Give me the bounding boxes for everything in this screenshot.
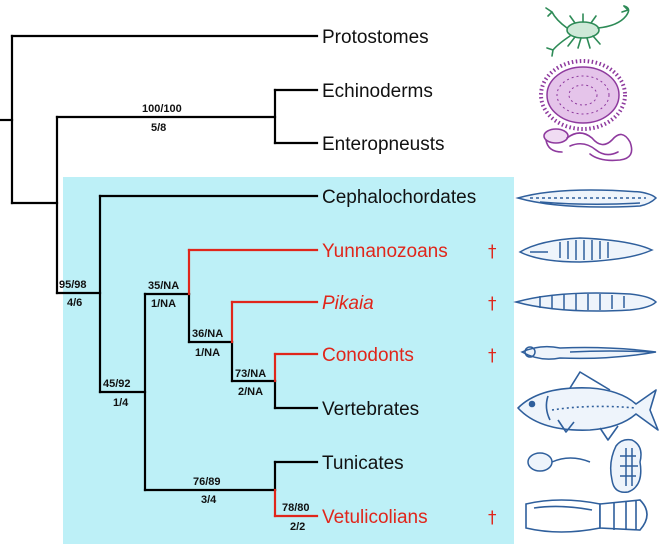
taxon-protostomes: Protostomes [322,27,429,48]
support-pikaia-clade-top: 36/NA [192,328,223,340]
extinct-dagger-pikaia: † [488,294,497,314]
support-vetulicolian-clade-bottom: 2/2 [290,521,305,533]
taxon-yunnanozoans: Yunnanozoans [322,241,448,262]
taxon-cephalochordates: Cephalochordates [322,187,476,208]
support-ambulacraria-top: 100/100 [142,103,182,115]
support-conodont-clade-bottom: 2/NA [238,386,263,398]
taxon-vetulicolians: Vetulicolians [322,507,428,528]
support-tunicate-clade-top: 76/89 [193,476,221,488]
chordate-highlight-region [63,177,514,544]
conodont-illustration [522,347,656,359]
support-conodont-clade-top: 73/NA [235,368,266,380]
support-deuterostomes-bottom: 4/6 [67,297,82,309]
scorpion-illustration [546,6,629,56]
taxon-vertebrates: Vertebrates [322,399,419,420]
extinct-dagger-vetulicolians: † [488,508,497,528]
extinct-dagger-yunnanozoans: † [488,242,497,262]
support-olfactores-top: 35/NA [148,280,179,292]
support-tunicate-clade-bottom: 3/4 [201,494,217,506]
support-pikaia-clade-bottom: 1/NA [195,347,220,359]
support-deuterostomes-top: 95/98 [59,279,87,291]
tunicate-illustration [528,440,641,493]
vetulicolian-illustration [526,500,647,532]
lancelet-illustration [518,190,656,207]
taxon-enteropneusts: Enteropneusts [322,134,445,155]
extinct-dagger-conodonts: † [488,346,497,366]
support-chordates-bottom: 1/4 [113,397,129,409]
acorn-worm-illustration [544,129,632,160]
support-chordates-top: 45/92 [103,378,131,390]
support-olfactores-bottom: 1/NA [151,298,176,310]
taxon-pikaia: Pikaia [322,293,374,314]
taxon-echinoderms: Echinoderms [322,81,433,102]
support-vetulicolian-clade-top: 78/80 [282,502,310,514]
sea-urchin-illustration [541,61,625,129]
pikaia-illustration [516,293,656,311]
taxon-conodonts: Conodonts [322,345,414,366]
yunnanozoan-illustration [520,238,652,262]
fish-illustration [518,372,658,440]
taxon-tunicates: Tunicates [322,453,404,474]
support-ambulacraria-bottom: 5/8 [151,122,166,134]
